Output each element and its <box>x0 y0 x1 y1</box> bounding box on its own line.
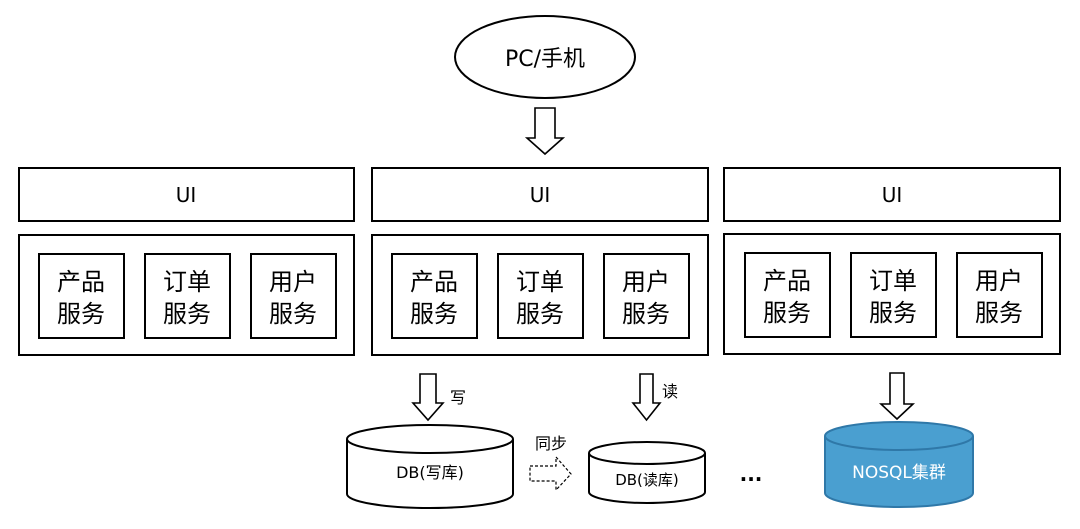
read-arrow-label: 读 <box>662 382 678 401</box>
client-label: PC/手机 <box>505 47 585 72</box>
service-name: 订单 <box>516 268 564 296</box>
nosql-label: NOSQL集群 <box>852 463 946 483</box>
client-node: PC/手机 <box>454 15 636 99</box>
service-name: 产品 <box>763 267 811 295</box>
write-arrow-label: 写 <box>450 388 466 407</box>
column-2: UI 产品 服务 订单 服务 用户 服务 <box>371 167 709 356</box>
service-suffix: 服务 <box>622 300 670 328</box>
column-1: UI 产品 服务 订单 服务 用户 服务 <box>18 167 355 356</box>
write-arrow-icon <box>411 373 445 422</box>
nosql-cluster: NOSQL集群 <box>824 421 974 508</box>
read-db: DB(读库) <box>588 441 706 504</box>
service-suffix: 服务 <box>975 299 1023 327</box>
ui-box <box>371 167 709 222</box>
ui-label: UI <box>176 183 197 207</box>
sync-label: 同步 <box>535 434 567 453</box>
service-box-product <box>391 253 478 339</box>
service-name: 订单 <box>869 267 917 295</box>
service-box-order <box>497 253 584 339</box>
write-db-label: DB(写库) <box>396 463 464 482</box>
service-suffix: 服务 <box>163 300 211 328</box>
service-box-order <box>850 252 937 338</box>
more-ellipsis: ... <box>740 462 763 486</box>
service-name: 产品 <box>57 268 105 296</box>
service-box-order <box>144 253 231 339</box>
client-down-arrow-icon <box>524 107 566 156</box>
read-db-label: DB(读库) <box>615 471 679 489</box>
service-suffix: 服务 <box>516 300 564 328</box>
ui-label: UI <box>882 183 903 207</box>
service-box-user <box>250 253 337 339</box>
service-box-product <box>744 252 831 338</box>
service-suffix: 服务 <box>869 299 917 327</box>
service-name: 用户 <box>269 268 317 296</box>
ui-box <box>723 167 1061 222</box>
ui-label: UI <box>530 183 551 207</box>
service-name: 订单 <box>163 268 211 296</box>
read-arrow-icon <box>631 373 662 422</box>
sync-arrow-icon <box>529 455 572 492</box>
service-suffix: 服务 <box>410 300 458 328</box>
service-box-user <box>603 253 690 339</box>
service-name: 产品 <box>410 268 458 296</box>
service-suffix: 服务 <box>763 299 811 327</box>
service-box-user <box>956 252 1043 338</box>
write-db: DB(写库) <box>346 424 514 509</box>
service-name: 用户 <box>622 268 670 296</box>
service-suffix: 服务 <box>57 300 105 328</box>
service-name: 用户 <box>975 267 1023 295</box>
column-3: UI 产品 服务 订单 服务 用户 服务 <box>723 167 1061 355</box>
service-box-product <box>38 253 125 339</box>
ui-box <box>18 167 355 222</box>
service-suffix: 服务 <box>269 300 317 328</box>
nosql-arrow-icon <box>878 372 916 421</box>
